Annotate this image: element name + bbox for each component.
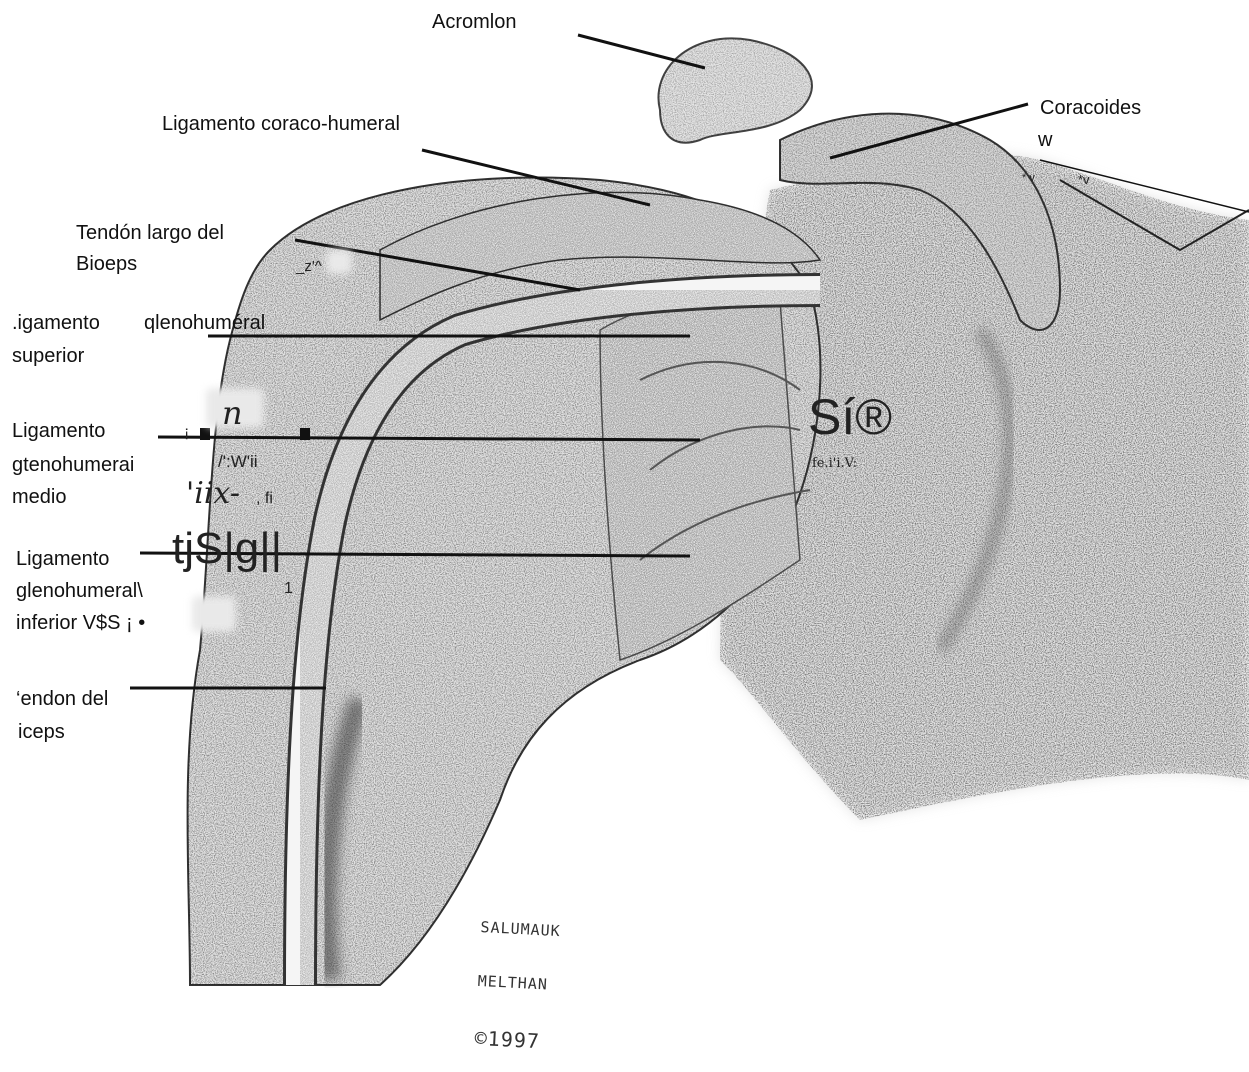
artifact-text: , fi: [256, 490, 273, 508]
artifact-text: Sí®: [808, 388, 892, 446]
label-lig-superior-line1: .igamento: [12, 307, 100, 339]
artifact-text: * v: [1022, 172, 1035, 184]
artifact-text: *v: [1078, 172, 1090, 187]
blur-patch: [192, 596, 236, 632]
blur-patch: [326, 250, 352, 274]
label-acromion: Acromlon: [432, 6, 516, 38]
label-tendon-largo-line1: Tendón largo del: [76, 217, 224, 249]
signature-line: ©1997: [474, 1026, 555, 1054]
label-lig-medio-line3: medio: [12, 481, 66, 513]
label-lig-superior-line1b: qlenohuméral: [144, 307, 265, 339]
label-lig-inferior-line3: inferior V$S ¡ •: [16, 607, 145, 639]
artifact-text: n: [222, 394, 243, 432]
artist-signature: SALUMAUK MELTHAN ©1997: [473, 882, 563, 1072]
label-tendon-biceps-line1: ‘endon del: [16, 683, 108, 715]
label-tendon-largo-line2: Bioeps: [76, 248, 137, 280]
artifact-text: 'iix-: [186, 476, 240, 511]
label-ligamento-coraco-humeral: Ligamento coraco-humeral: [162, 108, 400, 140]
acromion-bone: [658, 38, 812, 142]
artifact-text: _z'^: [296, 258, 322, 275]
signature-line: MELTHAN: [477, 972, 558, 994]
label-lig-medio-line1: Ligamento: [12, 415, 105, 447]
label-lig-inferior-line2: glenohumeral\: [16, 575, 143, 607]
artifact-text: tjS|g||: [172, 524, 282, 574]
artifact-text: /':W'ii: [218, 452, 258, 472]
label-lig-inferior-line1: Ligamento: [16, 543, 109, 575]
artifact-text: ¡: [184, 424, 189, 442]
label-coracoides-w: w: [1038, 124, 1052, 156]
label-tendon-biceps-line2: iceps: [18, 716, 65, 748]
artifact-text: fe.i'i.V:: [812, 456, 857, 471]
label-lig-superior-line2: superior: [12, 340, 84, 372]
label-lig-medio-line2: gtenohumerai: [12, 449, 134, 481]
signature-line: SALUMAUK: [480, 918, 561, 940]
artifact-text: 1: [284, 580, 293, 598]
label-coracoides: Coracoides: [1040, 92, 1141, 124]
